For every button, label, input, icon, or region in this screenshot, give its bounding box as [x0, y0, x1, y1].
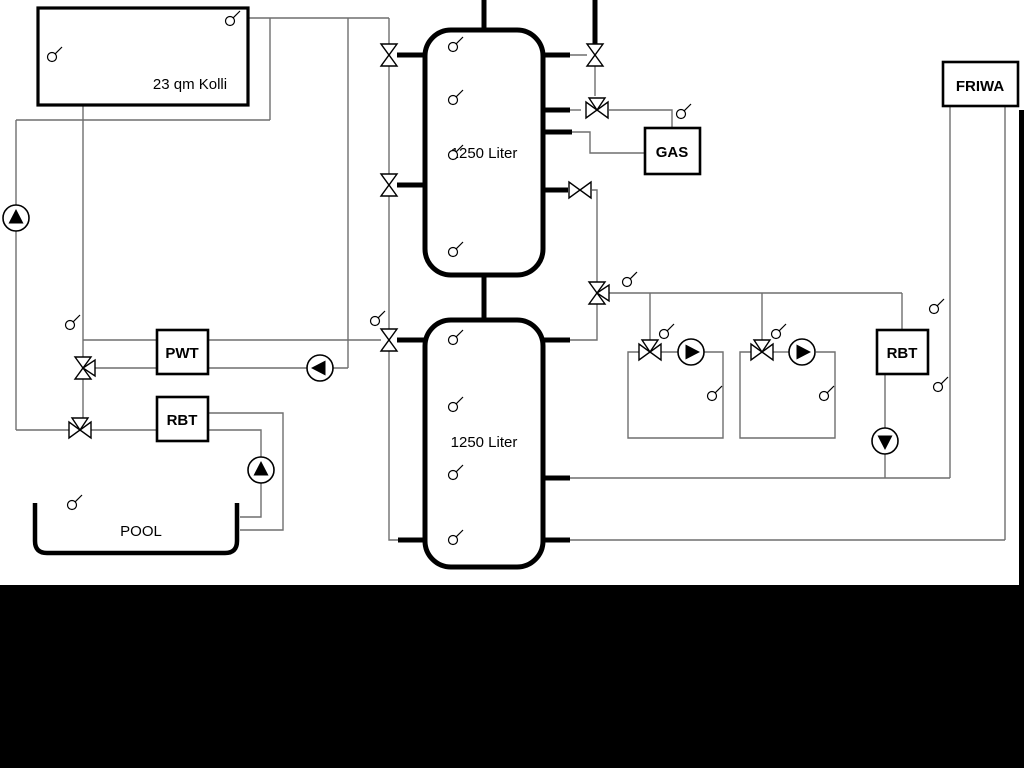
pool-basin: [32, 503, 240, 556]
friwa-station-label: FRIWA: [956, 78, 1004, 95]
tank-connection-stubs: [397, 0, 598, 543]
solar-collector-box: [36, 6, 250, 107]
gas-boiler-box: [643, 126, 702, 176]
solar-collector-label: 23 qm Kolli: [153, 76, 227, 93]
rbt-left-label: RBT: [167, 412, 198, 429]
buffer-tank-bottom: [422, 317, 546, 570]
return-pump-icon: [871, 427, 899, 455]
buffer-tank-bottom-label: 1250 Liter: [451, 434, 518, 451]
rbt-right-box: [875, 328, 930, 376]
friwa-station-box: [941, 60, 1020, 108]
pwt-pump-icon: [306, 354, 334, 382]
rbt-right-label: RBT: [887, 345, 918, 362]
bottom-letterbox: [0, 585, 1024, 768]
right-edge-bar: [1019, 110, 1024, 585]
gas-boiler-label: GAS: [656, 144, 689, 161]
rbt-left-box: [155, 395, 210, 443]
pwt-label: PWT: [165, 345, 198, 362]
buffer-tank-top: [422, 27, 546, 278]
pwt-heat-exchanger-box: [155, 328, 210, 376]
buffer-tank-top-label: 1250 Liter: [451, 145, 518, 162]
pool-pump-icon: [247, 456, 275, 484]
solar-pump-icon: [2, 204, 30, 232]
heating-circuit-pump-2-icon: [788, 338, 816, 366]
pool-label: POOL: [120, 523, 162, 540]
heating-circuit-pump-1-icon: [677, 338, 705, 366]
pipes: [15, 17, 1006, 541]
